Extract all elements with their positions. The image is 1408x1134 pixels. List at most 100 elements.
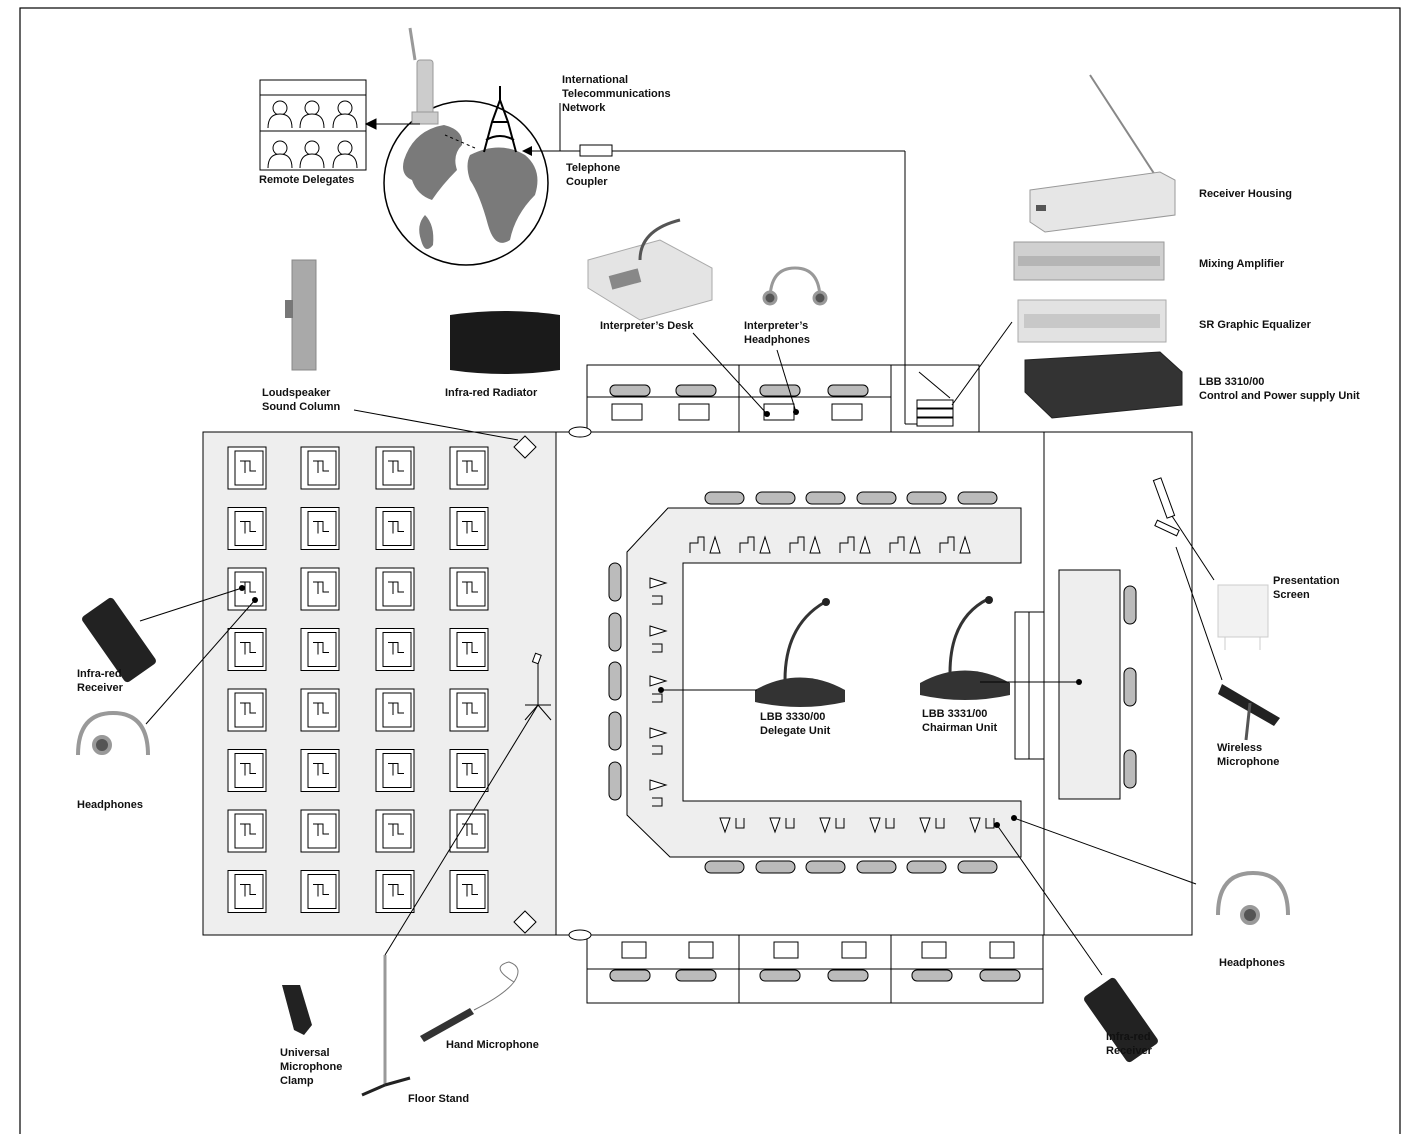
label-line: International — [562, 74, 629, 86]
delegate-unit-symbol — [735, 818, 745, 829]
floor-stand-device — [361, 955, 411, 1097]
audience-seat — [300, 749, 340, 792]
label-hand-microphone: Hand Microphone — [446, 1039, 539, 1051]
delegate-unit-symbol — [652, 643, 663, 653]
arrow-to-globe — [522, 146, 532, 156]
label-line: Microphone — [1217, 756, 1280, 768]
chair — [759, 969, 801, 982]
chair — [608, 761, 622, 801]
interpreter-unit — [621, 941, 647, 959]
audience-seat — [375, 567, 415, 611]
arrow-to-remote — [364, 118, 420, 130]
table-units — [649, 535, 1085, 834]
audience-seat — [227, 628, 267, 671]
label-line: Coupler — [566, 176, 608, 188]
link-interp-desk — [692, 332, 768, 415]
audience-seat — [227, 567, 267, 611]
delegate-unit-symbol — [719, 817, 731, 834]
delegate-unit-symbol — [809, 535, 821, 554]
infrared-receiver-left-device — [82, 597, 156, 683]
label-line: Screen — [1273, 589, 1310, 601]
label-line: LBB 3310/00 — [1199, 376, 1265, 388]
audience-seat — [375, 749, 415, 792]
link-rack-equipment — [951, 321, 1013, 406]
chair — [608, 711, 622, 751]
label-control-power-unit: LBB 3310/00 Control and Power supply Uni… — [1199, 375, 1360, 403]
receiver-housing-device — [1029, 74, 1176, 233]
audience-seat — [227, 749, 267, 792]
delegate-unit-symbol — [652, 595, 663, 605]
label-interpreters-headphones: Interpreter’s Headphones — [744, 319, 810, 347]
delegate-unit-symbol — [785, 818, 795, 829]
loudspeaker-column-device — [285, 259, 317, 371]
audience-seat — [375, 809, 415, 853]
presentation-screen-device — [1217, 584, 1269, 650]
label-line: Network — [562, 102, 606, 114]
interpreters-desk-device — [587, 218, 713, 321]
interpreter-unit — [831, 403, 863, 421]
delegate-unit-symbol — [859, 535, 871, 554]
equalizer-device — [1017, 299, 1167, 343]
chairman-unit-device — [920, 596, 1010, 700]
label-line: LBB 3330/00 — [760, 711, 826, 723]
audience-seat — [300, 688, 340, 732]
chair — [675, 969, 717, 982]
delegate-unit-symbol — [869, 817, 881, 834]
chair — [1123, 749, 1137, 789]
audience-seat — [300, 446, 340, 490]
label-telephone-coupler: Telephone Coupler — [566, 161, 620, 189]
chair — [608, 661, 622, 701]
label-line: LBB 3331/00 — [922, 708, 988, 720]
label-line: Telephone — [566, 162, 621, 174]
label-presentation-screen: Presentation Screen — [1273, 574, 1340, 602]
audience-seat — [449, 749, 489, 792]
statue-of-liberty-icon — [408, 27, 439, 125]
delegate-unit-symbol — [885, 818, 895, 829]
audience-seat — [449, 446, 489, 490]
label-receiver-housing: Receiver Housing — [1199, 188, 1292, 200]
audience-seat — [375, 446, 415, 490]
chair — [979, 969, 1021, 982]
chairman-table — [1058, 569, 1121, 800]
interpreter-unit — [688, 941, 714, 959]
interpreter-unit — [921, 941, 947, 959]
delegate-unit-symbol — [889, 536, 905, 553]
delegate-unit-device — [755, 598, 845, 707]
audience-seat — [375, 688, 415, 732]
chair — [755, 860, 796, 874]
delegate-unit-symbol — [835, 818, 845, 829]
chair — [805, 491, 846, 505]
label-mixing-amplifier: Mixing Amplifier — [1199, 258, 1285, 270]
delegate-unit-symbol — [652, 797, 663, 807]
person-icon — [267, 140, 293, 169]
label-line: Loudspeaker — [262, 387, 331, 399]
chair — [755, 491, 796, 505]
table-chairs — [608, 491, 998, 874]
label-line: Delegate Unit — [760, 725, 831, 737]
label-line: Interpreter’s — [744, 320, 809, 332]
booth-units — [611, 403, 1015, 959]
chair — [1123, 667, 1137, 707]
audience-seat — [449, 628, 489, 671]
chair — [827, 384, 869, 397]
chair — [957, 491, 998, 505]
audience-seat — [449, 688, 489, 732]
delegate-unit-symbol — [649, 727, 668, 739]
audience-seat — [227, 688, 267, 732]
interpreter-unit — [841, 941, 867, 959]
label-line: Universal — [280, 1047, 330, 1059]
label-headphones-right: Headphones — [1219, 957, 1286, 969]
audience-seat — [227, 870, 267, 913]
universal-clamp-device — [282, 985, 312, 1035]
person-icon — [299, 100, 325, 129]
label-floor-stand: Floor Stand — [408, 1093, 470, 1105]
audience-seat — [300, 567, 340, 611]
interpreter-unit — [611, 403, 643, 421]
link-interp-headphones — [776, 349, 797, 413]
chair — [827, 969, 869, 982]
interpreter-unit — [678, 403, 710, 421]
label-line: Telecommunications — [562, 88, 671, 100]
audience-seat — [449, 870, 489, 913]
label-remote-delegates: Remote Delegates — [259, 174, 355, 186]
delegate-unit-symbol — [709, 535, 721, 554]
